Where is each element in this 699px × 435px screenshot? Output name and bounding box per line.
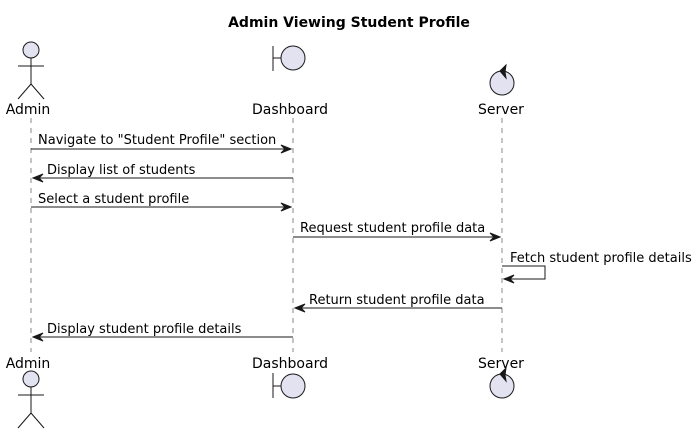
message-1: Navigate to "Student Profile" section xyxy=(31,133,293,154)
control-icon xyxy=(489,63,515,96)
participant-server-top[interactable]: Server xyxy=(478,63,524,118)
message-label: Return student profile data xyxy=(309,293,485,308)
diagram-title: Admin Viewing Student Profile xyxy=(228,15,470,31)
message-label: Display student profile details xyxy=(47,322,242,337)
participant-dashboard-top[interactable]: Dashboard xyxy=(252,45,328,118)
participant-dashboard-bottom[interactable]: Dashboard xyxy=(252,356,328,399)
participant-admin-top[interactable]: Admin xyxy=(6,41,51,118)
message-label: Fetch student profile details xyxy=(510,251,692,266)
message-label: Request student profile data xyxy=(300,221,485,236)
participant-label-server: Server xyxy=(478,356,524,372)
message-4: Request student profile data xyxy=(293,221,502,242)
message-2: Display list of students xyxy=(31,163,293,183)
message-3: Select a student profile xyxy=(31,192,293,212)
boundary-icon xyxy=(272,373,306,399)
message-label: Navigate to "Student Profile" section xyxy=(38,133,276,148)
message-6: Return student profile data xyxy=(293,293,502,313)
actor-icon xyxy=(17,370,45,429)
message-7: Display student profile details xyxy=(31,322,293,342)
boundary-icon xyxy=(272,45,306,71)
participant-admin-bottom[interactable]: Admin xyxy=(6,356,51,429)
message-label: Display list of students xyxy=(47,163,196,178)
participant-label-admin: Admin xyxy=(6,356,51,372)
participant-label-admin: Admin xyxy=(6,102,51,118)
control-icon xyxy=(489,366,515,399)
participant-label-dashboard: Dashboard xyxy=(252,356,328,372)
message-label: Select a student profile xyxy=(38,192,189,207)
actor-icon xyxy=(17,41,45,100)
participant-label-server: Server xyxy=(478,102,524,118)
message-5-self: Fetch student profile details xyxy=(502,251,692,284)
participant-server-bottom[interactable]: Server xyxy=(478,356,524,399)
participant-label-dashboard: Dashboard xyxy=(252,102,328,118)
